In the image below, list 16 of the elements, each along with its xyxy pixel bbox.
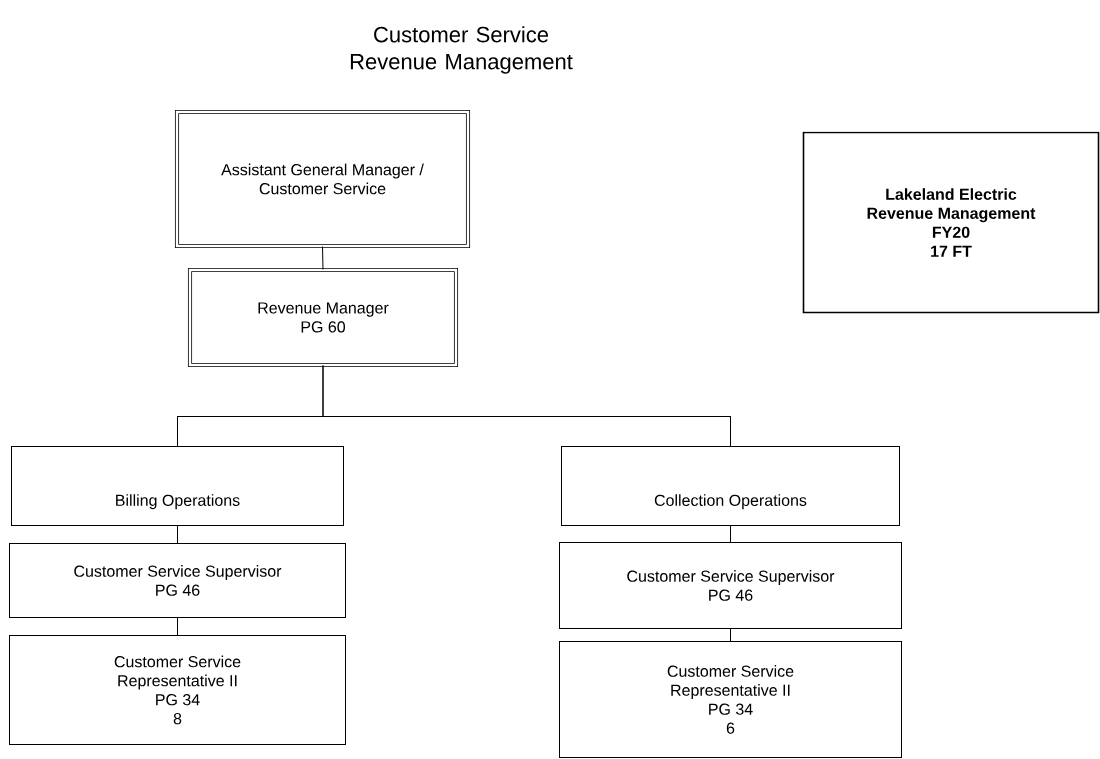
connector-line [730, 525, 731, 543]
position-box: Customer Service Supervisor PG 46 [559, 542, 902, 629]
position-box: Customer Service Supervisor PG 46 [9, 543, 346, 618]
connector-line [322, 245, 324, 271]
connector-line [177, 525, 178, 544]
position-box: Assistant General Manager / Customer Service [174, 109, 471, 249]
title: Customer Service Revenue Management [350, 26, 573, 74]
position-box: Revenue Manager PG 60 [187, 267, 459, 368]
summary-box: Lakeland Electric Revenue Management FY20 17 FT [802, 131, 1100, 314]
position-box: Customer Service Representative II PG 34 8 [9, 635, 346, 745]
connector-line [730, 628, 731, 642]
connector-line [177, 617, 178, 636]
connector-line [322, 364, 731, 447]
department-box: Billing Operations [11, 446, 344, 526]
position-box: Customer Service Representative II PG 34 6 [559, 641, 902, 758]
department-box: Collection Operations [561, 446, 900, 526]
